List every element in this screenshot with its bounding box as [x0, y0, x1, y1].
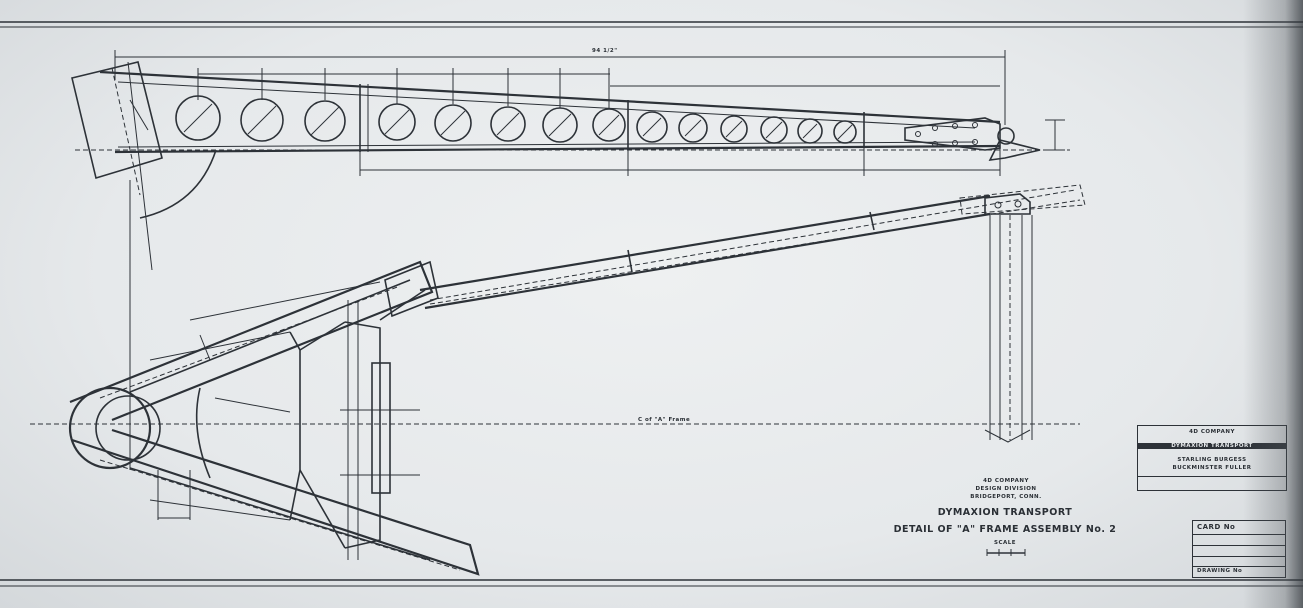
drawing-number-label: DRAWING No [1197, 568, 1243, 574]
scale-label: SCALE [993, 540, 1017, 546]
a-frame-view [30, 180, 1086, 576]
card-number-box: CARD No DRAWING No [1192, 520, 1286, 578]
sheet-title: DETAIL OF "A" FRAME ASSEMBLY No. 2 [893, 524, 1117, 535]
upper-arm-view [71, 50, 1070, 271]
approval-box: 4D COMPANY DYMAXION TRANSPORT STARLING B… [1137, 425, 1287, 491]
overall-length-dimension: 94 1/2" [592, 48, 618, 54]
sheet-border [0, 21, 1303, 587]
card-number-label: CARD No [1197, 523, 1236, 531]
approval-designer-1: STARLING BURGESS [1177, 457, 1247, 463]
company-location: BRIDGEPORT, CONN. [970, 494, 1042, 500]
project-title: DYMAXION TRANSPORT [937, 507, 1073, 518]
scale-bar [986, 549, 1026, 556]
approval-designer-2: BUCKMINSTER FULLER [1172, 465, 1252, 471]
company-division: DESIGN DIVISION [975, 486, 1037, 492]
approval-project: DYMAXION TRANSPORT [1138, 443, 1286, 449]
company-name: 4D COMPANY [983, 478, 1029, 484]
centerline-label: C of "A" Frame [638, 417, 691, 423]
approval-company: 4D COMPANY [1189, 429, 1235, 435]
